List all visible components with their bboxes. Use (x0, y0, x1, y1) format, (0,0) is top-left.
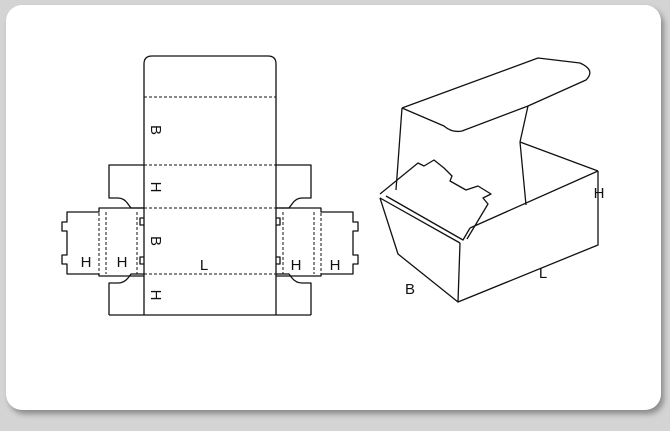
right-side-wall (276, 207, 359, 277)
flat-layout-labels: B H B H L H H H H (81, 125, 341, 300)
tuck-flap (379, 159, 492, 240)
lower-left-dust-flap (108, 273, 144, 315)
lid-hinge-back (519, 105, 529, 143)
lower-right-dust-flap (276, 273, 312, 315)
right-wall (457, 171, 599, 303)
front-wall (379, 197, 461, 303)
fold-lines (98, 96, 322, 315)
box-lid (401, 57, 591, 133)
front-wall-top (379, 197, 461, 244)
left-side-wall (61, 207, 144, 277)
label-h-box: H (594, 185, 605, 202)
assembled-box-labels: H L B (405, 185, 604, 298)
lid-hinge-side (395, 107, 403, 191)
right-lock-notch-top (276, 217, 281, 226)
label-h-left-inner: H (117, 254, 128, 271)
label-h-front-upper: H (147, 182, 164, 193)
label-h-right-outer: H (330, 257, 341, 274)
left-lock-notch-top (139, 217, 144, 226)
front-wall-inner (385, 195, 471, 241)
label-h-left-outer: H (81, 254, 92, 271)
label-b-base: B (147, 236, 164, 246)
right-lock-notch-bottom (276, 256, 281, 265)
left-lock-notch-bottom (139, 256, 144, 265)
upper-right-dust-flap (276, 164, 312, 209)
inner-corner (519, 141, 527, 206)
flat-layout (61, 55, 359, 316)
label-h-front-lower: H (147, 290, 164, 301)
lid-flap-outline (143, 55, 277, 165)
label-b-box: B (405, 281, 415, 298)
back-wall-top (519, 141, 599, 172)
upper-left-dust-flap (108, 164, 144, 209)
inner-front-edge (469, 170, 599, 229)
label-l-base: L (200, 257, 208, 274)
label-h-right-inner: H (291, 257, 302, 274)
assembled-box (379, 57, 599, 303)
label-l-box: L (539, 265, 547, 282)
label-b-lid: B (147, 125, 164, 135)
